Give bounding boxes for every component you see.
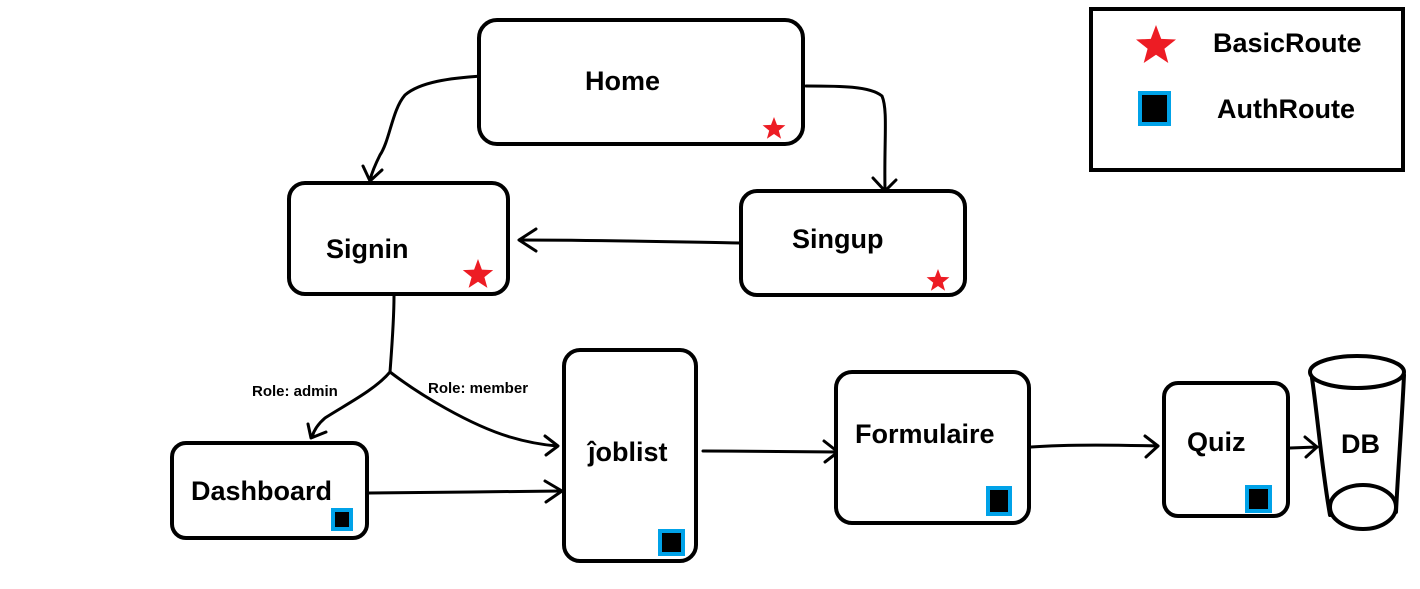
edge-signin-joblist-line xyxy=(388,370,559,448)
node-signin[interactable]: Signin xyxy=(287,181,510,296)
edge-joblist-formulaire xyxy=(701,439,840,464)
edge-home-singup xyxy=(804,84,898,193)
node-formulaire-label: Formulaire xyxy=(855,419,995,449)
db-cylinder-bottom xyxy=(1328,483,1398,531)
red-star-shape xyxy=(462,259,494,288)
legend-box xyxy=(1089,7,1405,172)
edge-joblist-formulaire-line xyxy=(701,449,840,454)
node-home-label: Home xyxy=(585,66,660,96)
blue-black-square-icon xyxy=(1245,485,1272,513)
legend-auth-label: AuthRoute xyxy=(1217,94,1355,124)
edge-singup-signin-line xyxy=(518,238,742,245)
node-dashboard-box xyxy=(170,441,369,540)
node-joblist-box xyxy=(562,348,698,563)
edge-quiz-db xyxy=(1288,435,1319,459)
edge-formulaire-quiz-arrowhead xyxy=(1143,434,1160,459)
red-star-icon xyxy=(462,259,494,288)
red-star-shape xyxy=(1136,25,1176,63)
node-home-box xyxy=(477,18,805,146)
red-star-shape xyxy=(762,117,786,139)
blue-black-square-icon xyxy=(658,529,685,556)
edge-quiz-db-arrowhead xyxy=(1303,435,1319,459)
red-star-icon xyxy=(1136,25,1176,63)
node-signin-label: Signin xyxy=(326,234,409,264)
edge-singup-signin xyxy=(517,227,742,253)
node-formulaire[interactable]: Formulaire xyxy=(834,370,1031,525)
node-singup[interactable]: Singup xyxy=(739,189,967,297)
red-star-icon xyxy=(926,269,950,291)
node-formulaire-box xyxy=(834,370,1031,525)
edge-home-signin xyxy=(361,74,484,183)
node-singup-label: Singup xyxy=(792,224,883,254)
edge-home-singup-line xyxy=(804,84,887,192)
edge-quiz-db-line xyxy=(1288,445,1319,450)
blue-black-square-icon xyxy=(1138,91,1171,126)
edge-signin-dashboard-arrowhead xyxy=(306,422,328,440)
node-dashboard[interactable]: Dashboard xyxy=(170,441,369,540)
edge-label-role-admin: Role: admin xyxy=(252,383,338,400)
node-db-label: DB xyxy=(1341,429,1380,459)
node-singup-box xyxy=(739,189,967,297)
node-db[interactable]: DB xyxy=(1308,354,1406,531)
edge-dashboard-joblist-line xyxy=(367,489,564,495)
edge-singup-signin-arrowhead xyxy=(517,227,538,253)
edge-signin-trunk xyxy=(388,294,396,374)
legend: BasicRoute AuthRoute xyxy=(1089,7,1405,172)
node-quiz-box xyxy=(1162,381,1290,518)
node-signin-box xyxy=(287,181,510,296)
edge-formulaire-quiz-line xyxy=(1029,443,1160,449)
db-cylinder-body xyxy=(1310,373,1406,517)
db-cylinder-top xyxy=(1308,354,1406,390)
edge-signin-dashboard xyxy=(306,370,392,440)
edge-formulaire-quiz xyxy=(1029,434,1160,459)
edge-label-role-member: Role: member xyxy=(428,380,528,397)
red-star-shape xyxy=(926,269,950,291)
blue-black-square-icon xyxy=(986,486,1012,516)
red-star-icon xyxy=(762,117,786,139)
node-joblist[interactable]: ĵoblist xyxy=(562,348,698,563)
node-dashboard-label: Dashboard xyxy=(191,476,332,506)
node-joblist-label: ĵoblist xyxy=(586,437,668,467)
edge-signin-joblist xyxy=(388,370,560,457)
edge-signin-dashboard-line xyxy=(310,370,392,439)
edge-signin-joblist-arrowhead xyxy=(543,434,560,457)
blue-black-square-icon xyxy=(331,508,353,531)
edge-dashboard-joblist xyxy=(367,479,564,504)
legend-basic-label: BasicRoute xyxy=(1213,28,1362,58)
node-quiz[interactable]: Quiz xyxy=(1162,381,1290,518)
node-quiz-label: Quiz xyxy=(1187,427,1246,457)
edge-home-signin-line xyxy=(368,74,484,182)
node-home[interactable]: Home xyxy=(477,18,805,146)
